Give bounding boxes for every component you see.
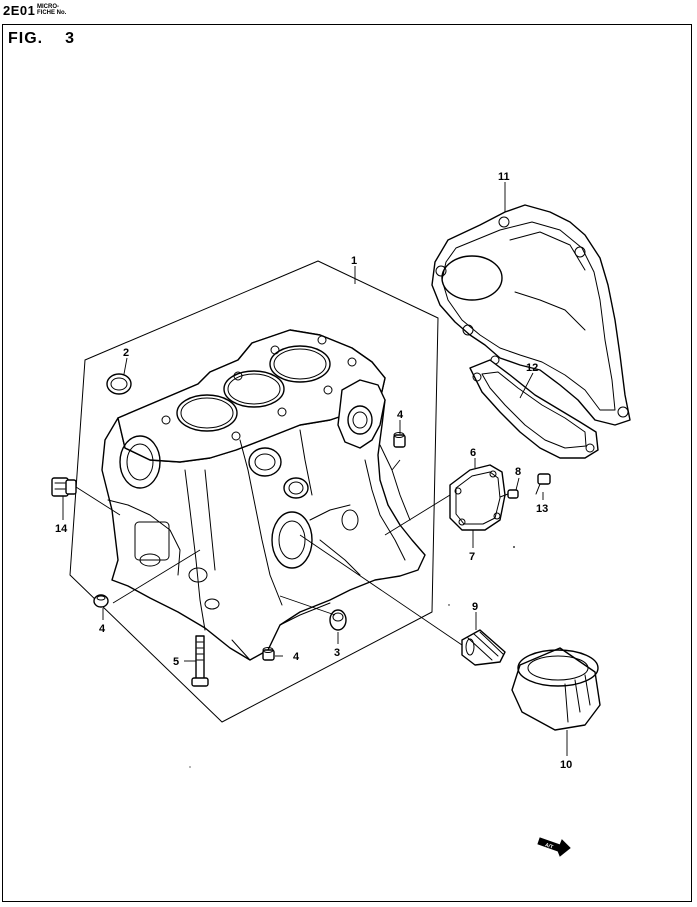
- callout-9: 9: [472, 601, 478, 613]
- figure-number: 3: [65, 30, 76, 47]
- part-5-bolt: [191, 635, 209, 687]
- part-2-plug: [106, 373, 132, 395]
- at-badge: A/T: [537, 837, 571, 857]
- callout-13: 13: [536, 503, 548, 515]
- page-header: 2E01 MICRO- FICHE No.: [0, 0, 697, 24]
- scan-specks: [189, 546, 515, 768]
- callout-11: 11: [498, 171, 510, 183]
- callout-12: 12: [526, 362, 538, 374]
- callout-7: 7: [469, 551, 475, 563]
- callout-labels: 1 2 3 4 4 4 5 6 7 8 9 10 11 12 13 14: [55, 171, 572, 771]
- part-10-oil-filter: [511, 647, 601, 731]
- part-8-bolt: [499, 489, 519, 499]
- part-13-bolt: [535, 473, 551, 495]
- part-4-plug-upper: [393, 432, 406, 448]
- callout-10: 10: [560, 759, 572, 771]
- callout-1: 1: [351, 255, 357, 267]
- callout-6: 6: [470, 447, 476, 459]
- figure-frame: [2, 24, 692, 902]
- microfiche-label-line1: MICRO-: [37, 4, 59, 10]
- microfiche-label: MICRO- FICHE No.: [37, 4, 66, 16]
- part-14-switch: [51, 477, 121, 516]
- callout-14: 14: [55, 523, 68, 535]
- callout-8: 8: [515, 466, 521, 478]
- page-code: 2E01: [3, 3, 36, 18]
- callout-3: 3: [334, 647, 340, 659]
- callout-4-bottom: 4: [293, 651, 300, 663]
- part-11-gasket: [431, 204, 631, 426]
- part-6-cover: [449, 464, 506, 531]
- figure-title: FIG. 3: [8, 30, 75, 48]
- part-4-plug-bottom: [262, 647, 275, 661]
- callout-2: 2: [123, 347, 129, 359]
- microfiche-label-line2: FICHE No.: [37, 10, 67, 16]
- leader-lines: [62, 182, 568, 756]
- part-4-plug-left: [93, 594, 109, 608]
- at-badge-text: A/T: [544, 842, 554, 850]
- part-12-gasket: [469, 359, 599, 459]
- part-9-union: [461, 629, 506, 666]
- callout-5: 5: [173, 656, 179, 668]
- part-1-enclosure: [69, 260, 439, 723]
- cylinder-block: [101, 329, 426, 661]
- part-3-plug: [329, 609, 347, 631]
- callout-4-upper: 4: [397, 409, 404, 421]
- figure-prefix: FIG.: [8, 30, 44, 47]
- callout-4-left: 4: [99, 623, 106, 635]
